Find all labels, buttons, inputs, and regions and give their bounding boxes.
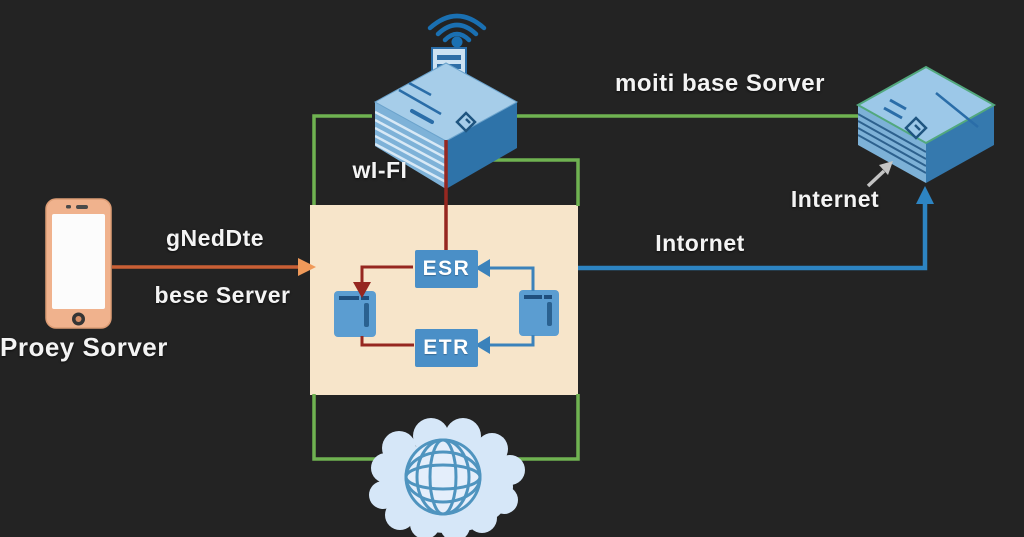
etr-node: ETR [415, 329, 478, 367]
wifi-router-server-icon [373, 13, 519, 189]
blue-connectors [475, 259, 535, 354]
router-unit-icon-left [334, 291, 376, 337]
esr-node: ESR [415, 250, 478, 288]
green-connectors [312, 114, 860, 461]
proxy-server-label: Proey Sorver [0, 332, 168, 362]
wifi-label: wI-FI [352, 157, 408, 183]
router-unit-icon-right [519, 290, 559, 336]
internet-uplink-arrowhead [916, 186, 934, 204]
wifi-signal-icon [427, 13, 487, 48]
red-connectors [353, 140, 448, 347]
multi-base-server-label: moiti base Sorver [615, 70, 825, 97]
proxy-to-gateway-arrow [112, 258, 316, 276]
smartphone-icon [45, 198, 112, 329]
internet-globe-cloud-icon [369, 418, 525, 537]
base-server-label: bese Server [154, 282, 291, 308]
internet-server-icon [855, 65, 997, 183]
internet-mid-label: Intornet [655, 230, 745, 256]
internet-right-label: Internet [790, 186, 880, 212]
internet-uplink-line [578, 203, 928, 271]
gnb-label: gNedDte [165, 225, 265, 251]
internet-pointer-arrow [866, 161, 893, 188]
